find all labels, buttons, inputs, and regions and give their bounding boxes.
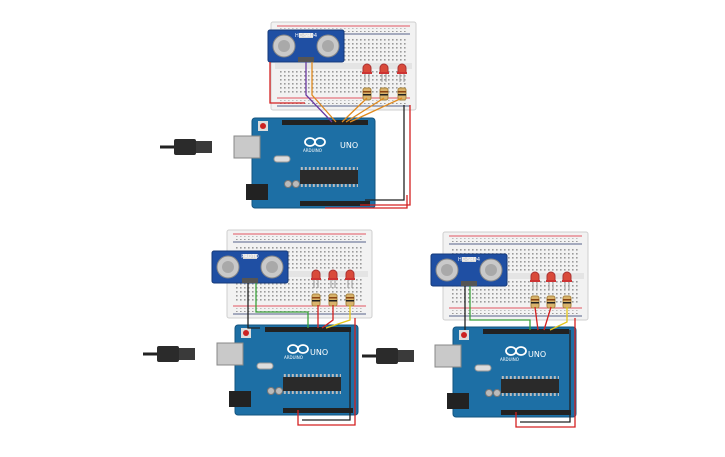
arduino-board[interactable] xyxy=(216,324,359,416)
usb-cable[interactable] xyxy=(158,137,214,157)
board-brand: ARDUINO xyxy=(303,148,322,153)
usb-cable[interactable] xyxy=(141,344,197,364)
board-brand: ARDUINO xyxy=(284,355,303,360)
board-label: UNO xyxy=(340,141,358,150)
sensor-label: PROTO xyxy=(241,254,258,260)
usb-cable[interactable] xyxy=(360,346,416,366)
sensor-label: HC-SR04 xyxy=(295,33,317,39)
sensor-label: HC-SR04 xyxy=(458,257,480,263)
wires[interactable] xyxy=(247,283,356,426)
wires[interactable] xyxy=(464,286,576,428)
arduino-board[interactable] xyxy=(434,326,577,418)
circuit-3[interactable]: HC-SR04 UNO ARDUINO xyxy=(360,231,589,428)
arduino-board[interactable] xyxy=(233,117,376,209)
circuit-2[interactable]: PROTO UNO ARDUINO xyxy=(141,229,373,426)
board-brand: ARDUINO xyxy=(500,357,519,362)
board-label: UNO xyxy=(310,348,328,357)
circuit-1[interactable]: HC-SR04 UNO ARDUINO xyxy=(158,21,417,209)
board-label: UNO xyxy=(528,350,546,359)
wires[interactable] xyxy=(269,62,411,209)
